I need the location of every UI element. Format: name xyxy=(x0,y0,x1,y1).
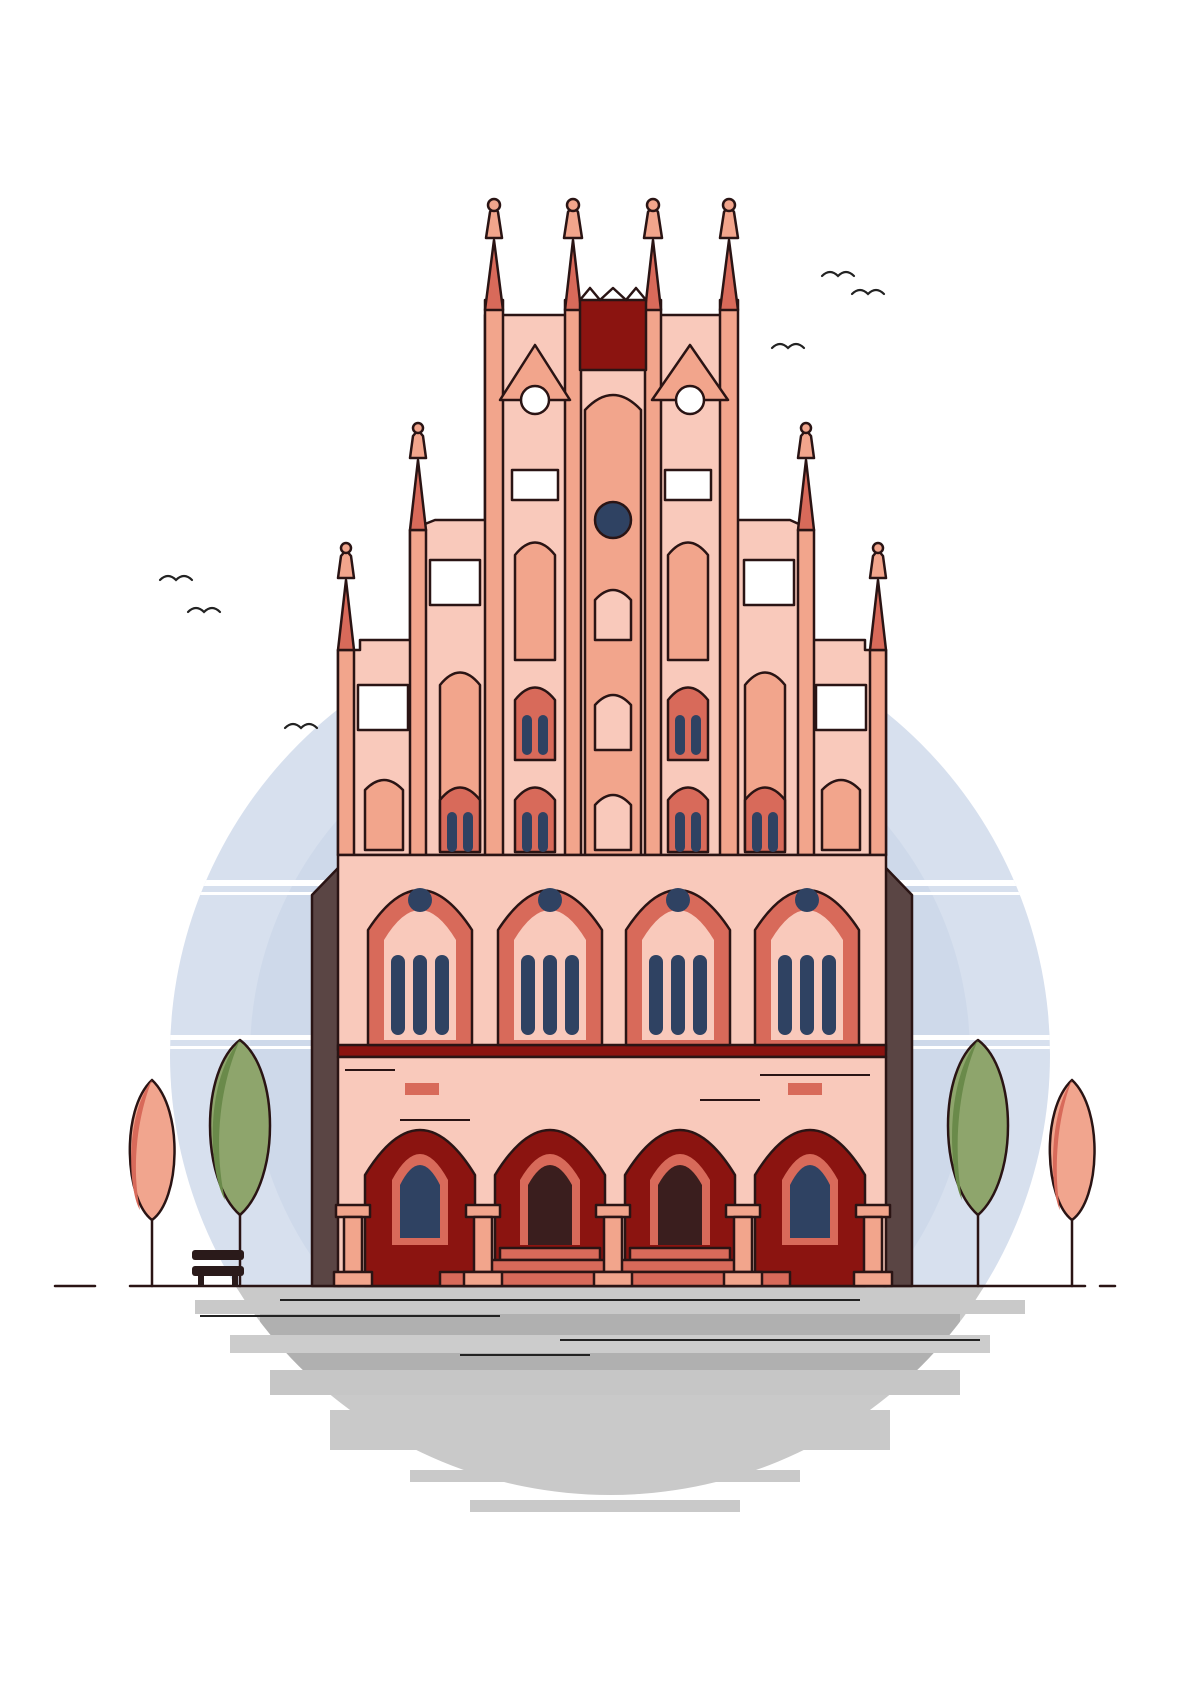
tree-left-green-icon xyxy=(208,1038,272,1288)
bird-icon xyxy=(158,574,194,582)
bird-icon xyxy=(850,288,886,296)
tree-right-pink-icon xyxy=(1048,1078,1096,1288)
tree-right-green-icon xyxy=(946,1038,1010,1288)
bench-icon xyxy=(192,1250,244,1286)
tree-left-pink-icon xyxy=(128,1078,176,1288)
gothic-windows xyxy=(366,888,861,1047)
bird-icon xyxy=(770,342,806,350)
bird-icon xyxy=(186,606,222,614)
building-icon xyxy=(310,197,914,1288)
bird-icon xyxy=(820,270,856,278)
birds xyxy=(158,270,886,730)
bird-icon xyxy=(283,722,319,730)
